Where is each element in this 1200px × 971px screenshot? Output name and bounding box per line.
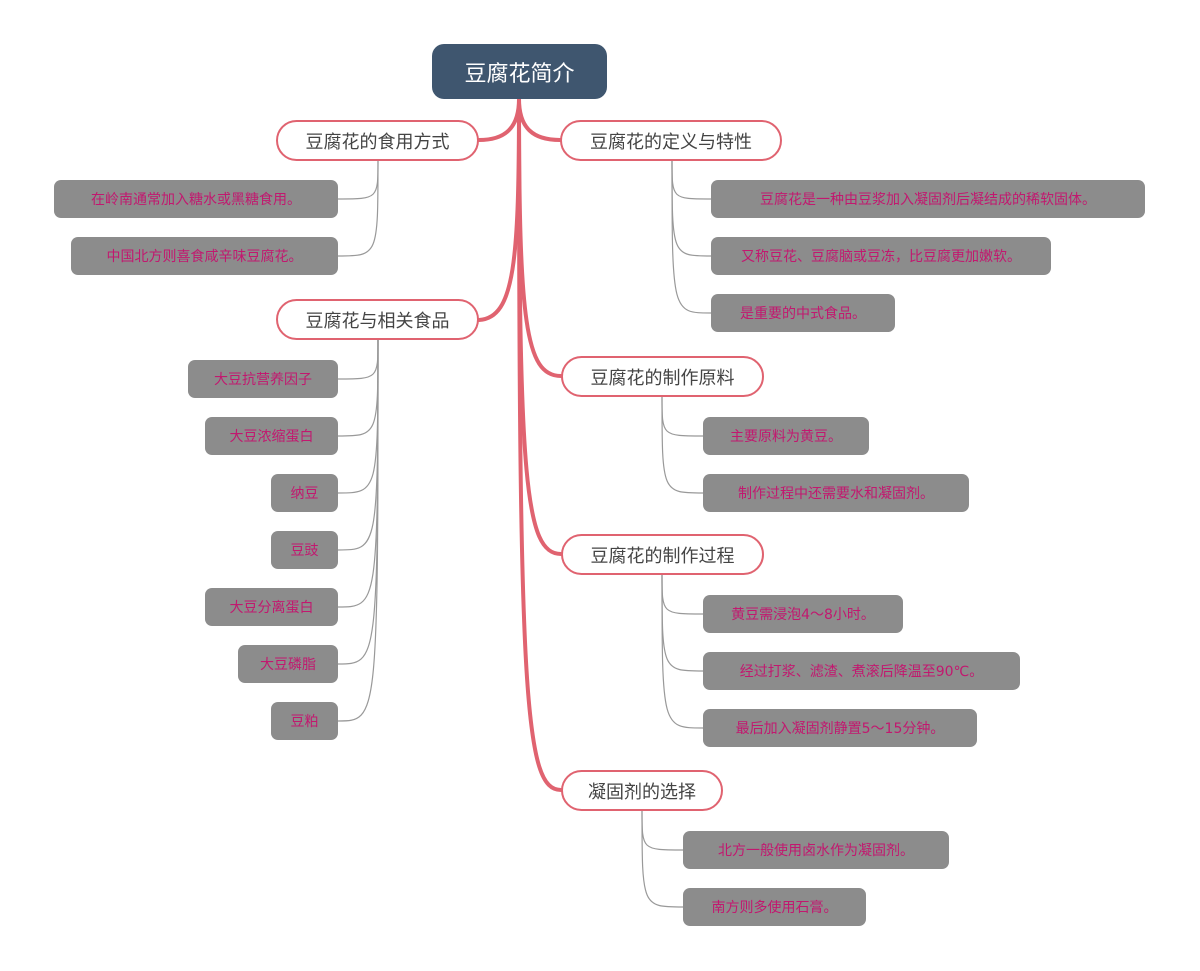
leaf-link (661, 396, 704, 437)
leaf-item[interactable]: 最后加入凝固剂静置5～15分钟。 (703, 709, 977, 747)
branch-link (517, 97, 563, 556)
leaf-item[interactable]: 豆腐花是一种由豆浆加入凝固剂后凝结成的稀软固体。 (711, 180, 1145, 218)
leaf-link (641, 810, 684, 851)
leaf-link (337, 339, 379, 380)
leaf-link (671, 160, 712, 200)
branch-link (517, 97, 563, 792)
branch-link (517, 97, 562, 142)
leaf-link (661, 574, 704, 729)
branch-process[interactable]: 豆腐花的制作过程 (561, 534, 764, 575)
branch-ingredients[interactable]: 豆腐花的制作原料 (561, 356, 764, 397)
branch-link (477, 97, 521, 142)
leaf-item[interactable]: 制作过程中还需要水和凝固剂。 (703, 474, 969, 512)
leaf-item[interactable]: 大豆浓缩蛋白 (205, 417, 338, 455)
leaf-link (337, 339, 379, 551)
leaf-item[interactable]: 主要原料为黄豆。 (703, 417, 869, 455)
leaf-item[interactable]: 南方则多使用石膏。 (683, 888, 866, 926)
leaf-link (337, 339, 379, 437)
leaf-link (337, 339, 379, 665)
leaf-item[interactable]: 大豆分离蛋白 (205, 588, 338, 626)
leaf-item[interactable]: 豆粕 (271, 702, 338, 740)
branch-link (477, 97, 521, 322)
leaf-item[interactable]: 经过打浆、滤渣、煮滚后降温至90℃。 (703, 652, 1020, 690)
leaf-item[interactable]: 大豆磷脂 (238, 645, 338, 683)
leaf-link (337, 339, 379, 494)
branch-coagulant[interactable]: 凝固剂的选择 (561, 770, 723, 811)
leaf-item[interactable]: 黄豆需浸泡4～8小时。 (703, 595, 903, 633)
leaf-link (641, 810, 684, 908)
leaf-item[interactable]: 在岭南通常加入糖水或黑糖食用。 (54, 180, 338, 218)
leaf-item[interactable]: 是重要的中式食品。 (711, 294, 895, 332)
leaf-item[interactable]: 纳豆 (271, 474, 338, 512)
leaf-link (337, 339, 379, 608)
leaf-link (337, 339, 379, 722)
branch-definition[interactable]: 豆腐花的定义与特性 (560, 120, 782, 161)
leaf-link (671, 160, 712, 314)
branch-related-foods[interactable]: 豆腐花与相关食品 (276, 299, 479, 340)
leaf-link (661, 574, 704, 615)
leaf-link (337, 160, 379, 257)
leaf-item[interactable]: 豆豉 (271, 531, 338, 569)
leaf-item[interactable]: 中国北方则喜食咸辛味豆腐花。 (71, 237, 338, 275)
leaf-item[interactable]: 又称豆花、豆腐脑或豆冻，比豆腐更加嫩软。 (711, 237, 1051, 275)
leaf-link (337, 160, 379, 200)
root-topic[interactable]: 豆腐花简介 (432, 44, 607, 99)
leaf-item[interactable]: 北方一般使用卤水作为凝固剂。 (683, 831, 949, 869)
branch-eating-methods[interactable]: 豆腐花的食用方式 (276, 120, 479, 161)
leaf-link (671, 160, 712, 257)
leaf-link (661, 574, 704, 672)
leaf-item[interactable]: 大豆抗营养因子 (188, 360, 338, 398)
leaf-link (661, 396, 704, 494)
